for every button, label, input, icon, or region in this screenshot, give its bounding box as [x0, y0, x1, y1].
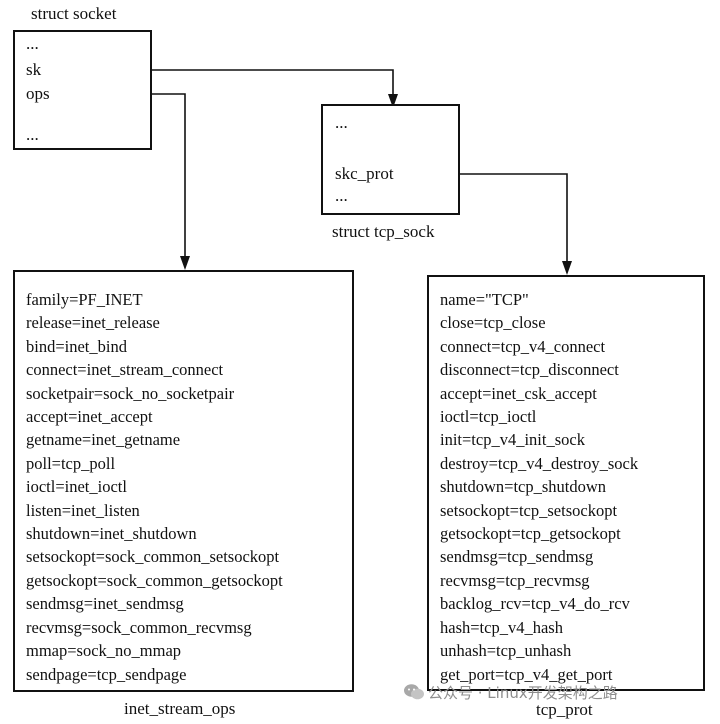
- ops-entry: poll=tcp_poll: [26, 453, 116, 473]
- prot-entry: unhash=tcp_unhash: [440, 641, 572, 661]
- tcp-prot-list: name="TCP" close=tcp_close connect=tcp_v…: [440, 288, 638, 686]
- ops-entry: bind=inet_bind: [26, 336, 127, 356]
- arrow-sk-to-tcp-sock: [48, 69, 394, 100]
- prot-entry: connect=tcp_v4_connect: [440, 336, 606, 356]
- inet-stream-ops-caption: inet_stream_ops: [124, 699, 236, 718]
- wechat-icon: [404, 684, 424, 700]
- ops-entry: sendmsg=inet_sendmsg: [26, 594, 184, 614]
- ops-entry: sendpage=tcp_sendpage: [26, 664, 187, 684]
- watermark-text: 公众号 · Linux开发架构之路: [428, 684, 618, 702]
- inet-stream-ops-list: family=PF_INET release=inet_release bind…: [26, 288, 283, 686]
- prot-entry: backlog_rcv=tcp_v4_do_rcv: [440, 594, 630, 614]
- prot-entry: destroy=tcp_v4_destroy_sock: [440, 453, 639, 473]
- arrow-skc-prot-to-tcp-prot: [410, 173, 568, 267]
- prot-entry: setsockopt=tcp_setsockopt: [440, 500, 618, 520]
- socket-field-ellipsis-bottom: ...: [26, 125, 39, 144]
- ops-entry: family=PF_INET: [26, 290, 143, 309]
- tcp-prot-box: name="TCP" close=tcp_close connect=tcp_v…: [427, 275, 705, 691]
- ops-entry: getname=inet_getname: [26, 430, 181, 450]
- ops-entry: getsockopt=sock_common_getsockopt: [26, 570, 283, 590]
- ops-entry: accept=inet_accept: [26, 407, 153, 427]
- ops-entry: ioctl=inet_ioctl: [26, 477, 127, 497]
- inet-stream-ops-box: family=PF_INET release=inet_release bind…: [13, 270, 354, 692]
- prot-entry: accept=inet_csk_accept: [440, 383, 597, 403]
- tcp-sock-field-ellipsis-top: ...: [335, 113, 348, 132]
- arrowhead-tcp-prot: [562, 261, 572, 275]
- prot-entry: get_port=tcp_v4_get_port: [440, 664, 613, 684]
- socket-field-ops: ops: [26, 84, 50, 103]
- prot-entry: hash=tcp_v4_hash: [440, 617, 563, 637]
- prot-entry: recvmsg=tcp_recvmsg: [440, 570, 590, 590]
- struct-tcp-sock-box: ... skc_prot ...: [321, 104, 460, 215]
- prot-entry: close=tcp_close: [440, 313, 546, 333]
- prot-entry: sendmsg=tcp_sendmsg: [440, 547, 594, 567]
- ops-entry: release=inet_release: [26, 313, 160, 333]
- tcp-sock-field-ellipsis-bottom: ...: [335, 186, 348, 205]
- ops-entry: listen=inet_listen: [26, 500, 140, 520]
- struct-socket-box: ... sk ops ...: [13, 30, 152, 150]
- tcp-sock-field-skc-prot: skc_prot: [335, 164, 394, 183]
- prot-entry: getsockopt=tcp_getsockopt: [440, 524, 621, 544]
- struct-socket-title: struct socket: [31, 4, 117, 23]
- socket-field-ellipsis-top: ...: [26, 34, 39, 53]
- ops-entry: setsockopt=sock_common_setsockopt: [26, 547, 280, 567]
- ops-entry: mmap=sock_no_mmap: [26, 641, 182, 661]
- prot-entry: init=tcp_v4_init_sock: [440, 430, 585, 450]
- prot-entry: name="TCP": [440, 290, 529, 309]
- ops-entry: recvmsg=sock_common_recvmsg: [26, 617, 252, 637]
- prot-entry: disconnect=tcp_disconnect: [440, 360, 619, 380]
- socket-field-sk: sk: [26, 60, 42, 79]
- prot-entry: ioctl=tcp_ioctl: [440, 407, 537, 427]
- arrowhead-inet-stream-ops: [180, 256, 190, 270]
- struct-tcp-sock-caption: struct tcp_sock: [332, 222, 435, 241]
- ops-entry: connect=inet_stream_connect: [26, 360, 224, 380]
- ops-entry: socketpair=sock_no_socketpair: [26, 383, 235, 403]
- tcp-prot-caption: tcp_prot: [536, 700, 593, 719]
- arrowhead-tcp-sock: [388, 94, 398, 108]
- ops-entry: shutdown=inet_shutdown: [26, 524, 197, 544]
- prot-entry: shutdown=tcp_shutdown: [440, 477, 607, 497]
